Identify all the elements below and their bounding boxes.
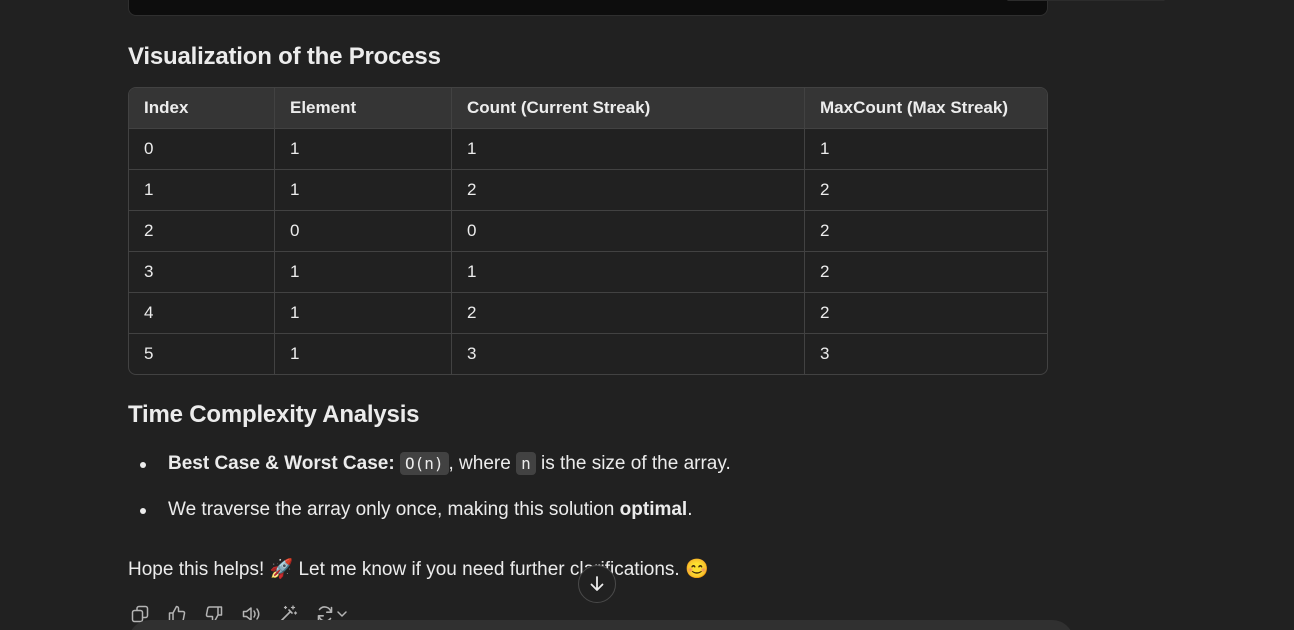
copy-button[interactable] bbox=[130, 602, 167, 626]
list-item: Best Case & Worst Case: O(n), where n is… bbox=[128, 446, 731, 492]
table-cell: 1 bbox=[274, 333, 452, 374]
bullet-text: . bbox=[687, 499, 693, 520]
list-item: We traverse the array only once, making … bbox=[128, 492, 731, 538]
table-cell: 4 bbox=[129, 292, 275, 334]
table-cell: 0 bbox=[451, 210, 805, 252]
column-header-element: Element bbox=[274, 88, 452, 129]
table-cell: 3 bbox=[451, 333, 805, 374]
inline-code: O(n) bbox=[399, 452, 449, 475]
bullet-text: , where bbox=[448, 453, 511, 474]
table-header-row: Index Element Count (Current Streak) Max… bbox=[129, 88, 1047, 129]
table-cell: 1 bbox=[804, 128, 1047, 170]
column-header-count: Count (Current Streak) bbox=[451, 88, 805, 129]
copy-icon bbox=[130, 604, 150, 624]
table-cell: 2 bbox=[451, 169, 805, 211]
edit-in-canvas-button[interactable] bbox=[278, 602, 315, 626]
code-block bbox=[128, 0, 1165, 16]
table-cell: 1 bbox=[451, 251, 805, 293]
column-header-index: Index bbox=[129, 88, 275, 129]
chevron-down-icon[interactable] bbox=[335, 607, 349, 621]
process-table: Index Element Count (Current Streak) Max… bbox=[128, 87, 1048, 375]
table-cell: 1 bbox=[274, 251, 452, 293]
table-row: 2 0 0 2 bbox=[129, 210, 1047, 252]
table-cell: 2 bbox=[451, 292, 805, 334]
table-cell: 0 bbox=[274, 210, 452, 252]
scroll-to-bottom-button[interactable] bbox=[578, 565, 616, 603]
table-cell: 0 bbox=[129, 128, 275, 170]
table-row: 3 1 1 2 bbox=[129, 251, 1047, 293]
table-cell: 2 bbox=[804, 169, 1047, 211]
bullet-emphasis: optimal bbox=[619, 499, 688, 520]
table-row: 0 1 1 1 bbox=[129, 128, 1047, 170]
table-cell: 1 bbox=[274, 169, 452, 211]
bullet-label: Best Case & Worst Case: bbox=[168, 453, 395, 474]
table-cell: 2 bbox=[804, 210, 1047, 252]
table-row: 4 1 2 2 bbox=[129, 292, 1047, 334]
time-complexity-heading: Time Complexity Analysis bbox=[128, 401, 420, 428]
table-cell: 3 bbox=[129, 251, 275, 293]
closing-message: Hope this helps! 🚀 Let me know if you ne… bbox=[128, 559, 709, 580]
code-block-scrollbar[interactable] bbox=[1007, 0, 1165, 1]
table-cell: 2 bbox=[804, 292, 1047, 334]
table-cell: 2 bbox=[129, 210, 275, 252]
table-cell: 3 bbox=[820, 344, 830, 363]
table-row: 1 1 2 2 bbox=[129, 169, 1047, 211]
table-row: 5 1 3 3 bbox=[129, 333, 1047, 374]
table-cell: 2 bbox=[804, 251, 1047, 293]
table-cell: 1 bbox=[451, 128, 805, 170]
table-cell: 1 bbox=[274, 128, 452, 170]
table-cell: 5 bbox=[129, 333, 275, 374]
visualization-heading: Visualization of the Process bbox=[128, 43, 441, 70]
message-actions bbox=[130, 602, 352, 626]
table-cell: 1 bbox=[274, 292, 452, 334]
arrow-down-icon bbox=[588, 575, 606, 593]
column-header-maxcount: MaxCount (Max Streak) bbox=[804, 88, 1047, 129]
table-cell: 1 bbox=[129, 169, 275, 211]
edit-magic-icon bbox=[278, 604, 298, 624]
inline-code: n bbox=[516, 452, 536, 475]
message-composer[interactable] bbox=[128, 620, 1074, 630]
complexity-list: Best Case & Worst Case: O(n), where n is… bbox=[128, 446, 731, 538]
bullet-text: is the size of the array. bbox=[541, 453, 731, 474]
bullet-text: We traverse the array only once, making … bbox=[168, 499, 615, 520]
